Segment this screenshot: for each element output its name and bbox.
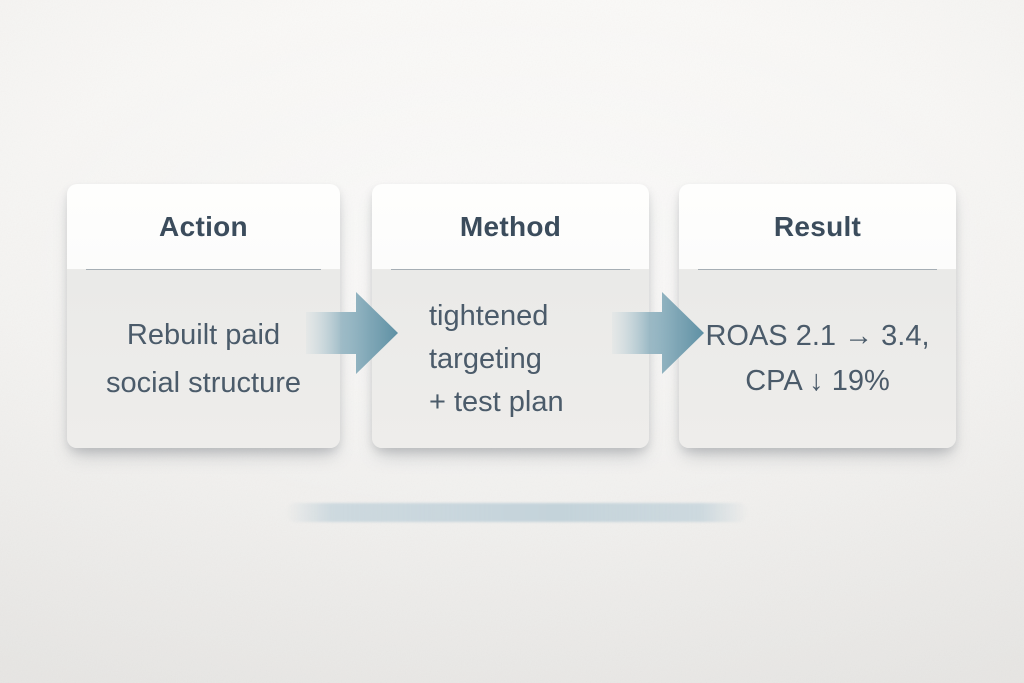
card-body-line: Rebuilt paid (126, 319, 281, 351)
card-body-line: CPA ↓ 19% (745, 365, 890, 397)
card-body-line: targeting (429, 342, 542, 375)
card-divider (391, 269, 630, 270)
card-method: Method tightened targeting + test plan (372, 184, 649, 448)
card-result-header: Result (679, 184, 956, 269)
card-body-line: social structure (105, 367, 301, 399)
bottom-accent-bar (286, 503, 748, 522)
card-divider (86, 269, 321, 270)
card-title: Result (773, 210, 862, 242)
card-body-line: + test plan (429, 385, 564, 418)
card-divider (698, 269, 937, 270)
card-result: Result ROAS 2.1 → 3.4, CPA ↓ 19% (679, 184, 956, 448)
card-title: Method (459, 210, 562, 242)
card-result-body: ROAS 2.1 → 3.4, CPA ↓ 19% (679, 270, 956, 448)
card-body-line: tightened (429, 299, 549, 332)
card-title: Action (159, 210, 248, 242)
card-body-line: ROAS 2.1 → 3.4, (705, 320, 930, 352)
card-method-header: Method (372, 184, 649, 269)
card-method-body: tightened targeting + test plan (372, 270, 649, 448)
card-action: Action Rebuilt paid social structure (67, 184, 340, 448)
card-action-body: Rebuilt paid social structure (67, 270, 340, 448)
card-action-header: Action (67, 184, 340, 269)
